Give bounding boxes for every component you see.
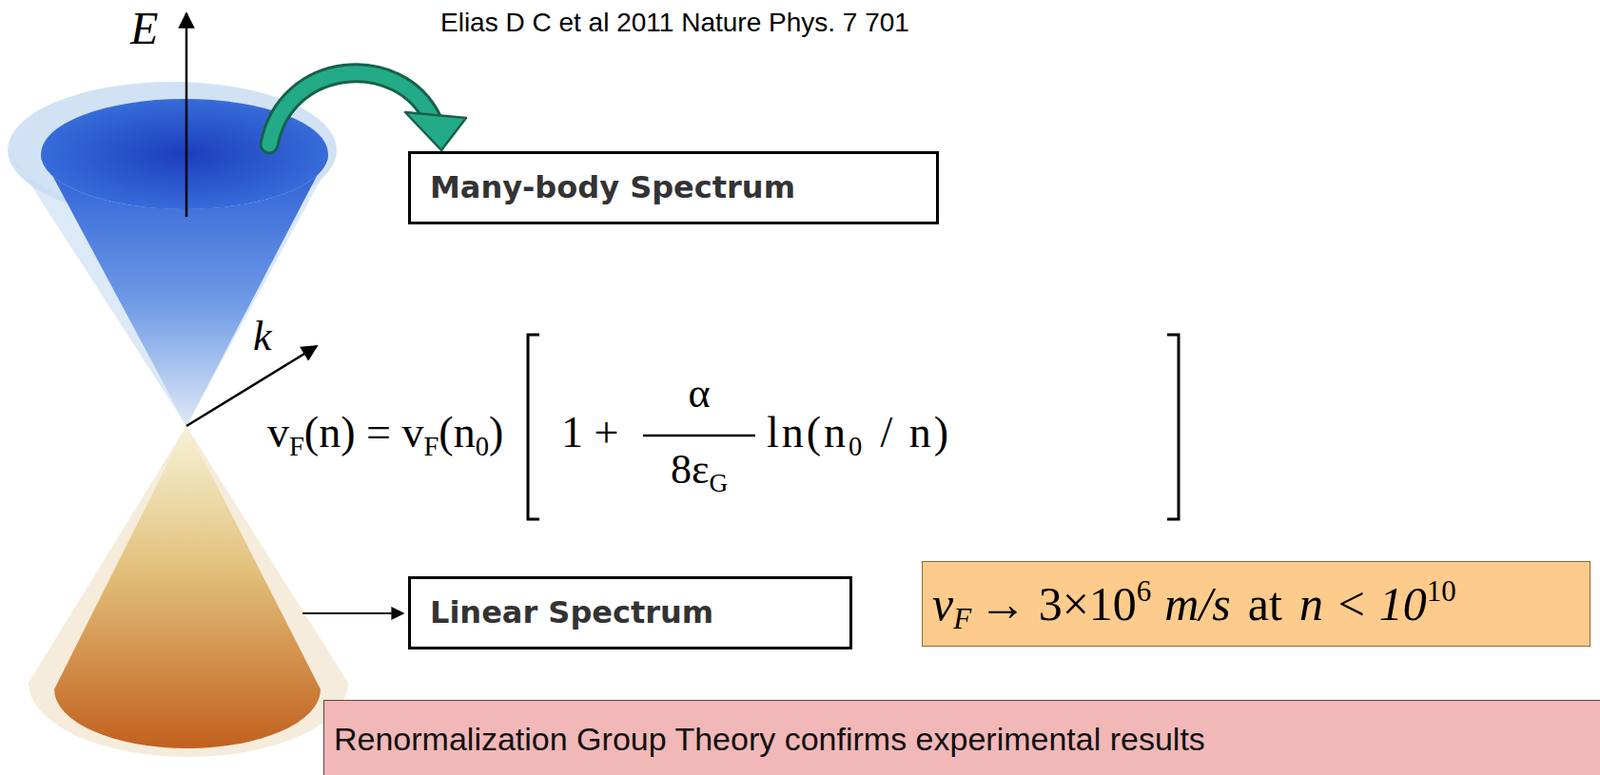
lower-cone	[54, 426, 321, 749]
formula-subscript: F	[423, 431, 439, 462]
formula-text: 1 +	[561, 408, 619, 457]
box-label: at	[1248, 577, 1283, 631]
cone-shell	[28, 426, 349, 758]
fraction-line	[643, 434, 756, 438]
spectrum-box: Many-body Spectrum	[408, 151, 939, 225]
formula-log: ln(n0/ n)	[766, 407, 952, 458]
box-label: n < 10	[1299, 577, 1427, 631]
spectrum-box: Linear Spectrum	[408, 576, 853, 650]
superscript: 6	[1136, 574, 1152, 608]
formula-numerator: α	[643, 369, 756, 418]
curved-arrow	[269, 73, 433, 145]
result-box: vF→ 3×106 m/s at n < 1010	[921, 561, 1591, 647]
curved-arrow-outline	[269, 73, 433, 145]
curved-arrow-head	[405, 112, 467, 151]
axis-label: k	[253, 312, 273, 361]
formula-text: E	[130, 2, 158, 54]
formula-text: (n) = v	[304, 408, 425, 457]
axis-label: E	[130, 1, 158, 55]
formula-text: )	[488, 408, 504, 457]
formula-denominator: 8εG	[643, 445, 756, 494]
formula-text: (n	[438, 408, 475, 457]
formula-text: / n)	[879, 408, 952, 457]
box-label: Linear Spectrum	[429, 594, 714, 631]
box-text: Many-body Spectrum	[429, 171, 796, 205]
subscript: F	[953, 602, 972, 636]
citation-text: Elias D C et al 2011 Nature Phys. 7 701	[440, 7, 910, 39]
formula-text: v	[267, 408, 290, 457]
superscript: 10	[1426, 574, 1457, 608]
formula-text: ln(n	[766, 408, 849, 457]
box-label: v	[932, 577, 954, 631]
formula-term: 1 +	[561, 407, 619, 458]
box-label: Renormalization Group Theory confirms ex…	[333, 721, 1206, 758]
momentum-axis	[186, 346, 317, 427]
leader-arrow	[302, 612, 404, 615]
formula-text: Elias D C et al 2011 Nature Phys. 7 701	[440, 7, 910, 38]
box-text: Renormalization Group Theory confirms ex…	[333, 721, 1206, 758]
box-text: Linear Spectrum	[429, 596, 714, 630]
formula-lhs: vF(n) = vF(n0)	[267, 407, 504, 458]
formula-subscript: G	[708, 468, 728, 498]
formula-text: α	[687, 370, 710, 417]
energy-axis	[185, 13, 189, 217]
bracket	[527, 334, 540, 520]
formula-text: 8ε	[670, 446, 709, 493]
formula-subscript: 0	[475, 431, 489, 462]
formula-text: k	[253, 312, 273, 360]
box-text: vF→ 3×106m/satn < 1010	[932, 578, 1457, 631]
box-label: Many-body Spectrum	[429, 169, 796, 206]
formula-subscript: 0	[848, 431, 865, 462]
conclusion-banner: Renormalization Group Theory confirms ex…	[323, 700, 1600, 775]
bracket	[1167, 334, 1179, 520]
box-label: → 3×10	[978, 577, 1137, 631]
formula-subscript: F	[289, 431, 305, 462]
box-label: m/s	[1164, 577, 1230, 631]
